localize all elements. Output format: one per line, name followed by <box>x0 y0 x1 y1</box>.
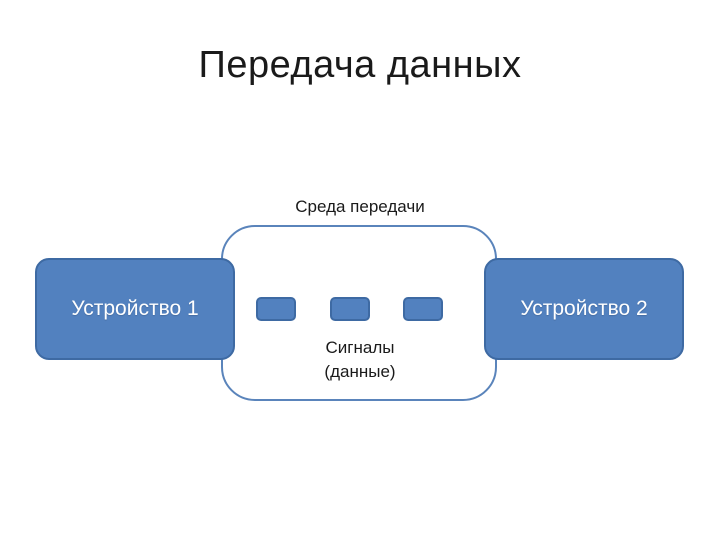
signals-label-line-1: Сигналы <box>325 338 395 357</box>
signal-block-3 <box>403 297 443 321</box>
signal-block-1 <box>256 297 296 321</box>
device-2-box: Устройство 2 <box>484 258 684 360</box>
signals-label-line-2: (данные) <box>324 362 396 381</box>
device-1-box: Устройство 1 <box>35 258 235 360</box>
slide-title: Передача данных <box>198 44 522 86</box>
device-1-label: Устройство 1 <box>71 297 199 320</box>
device-2-label: Устройство 2 <box>520 297 648 320</box>
medium-label: Среда передачи <box>295 197 425 216</box>
signal-block-2 <box>330 297 370 321</box>
signals-label: Сигналы (данные) <box>260 336 460 384</box>
